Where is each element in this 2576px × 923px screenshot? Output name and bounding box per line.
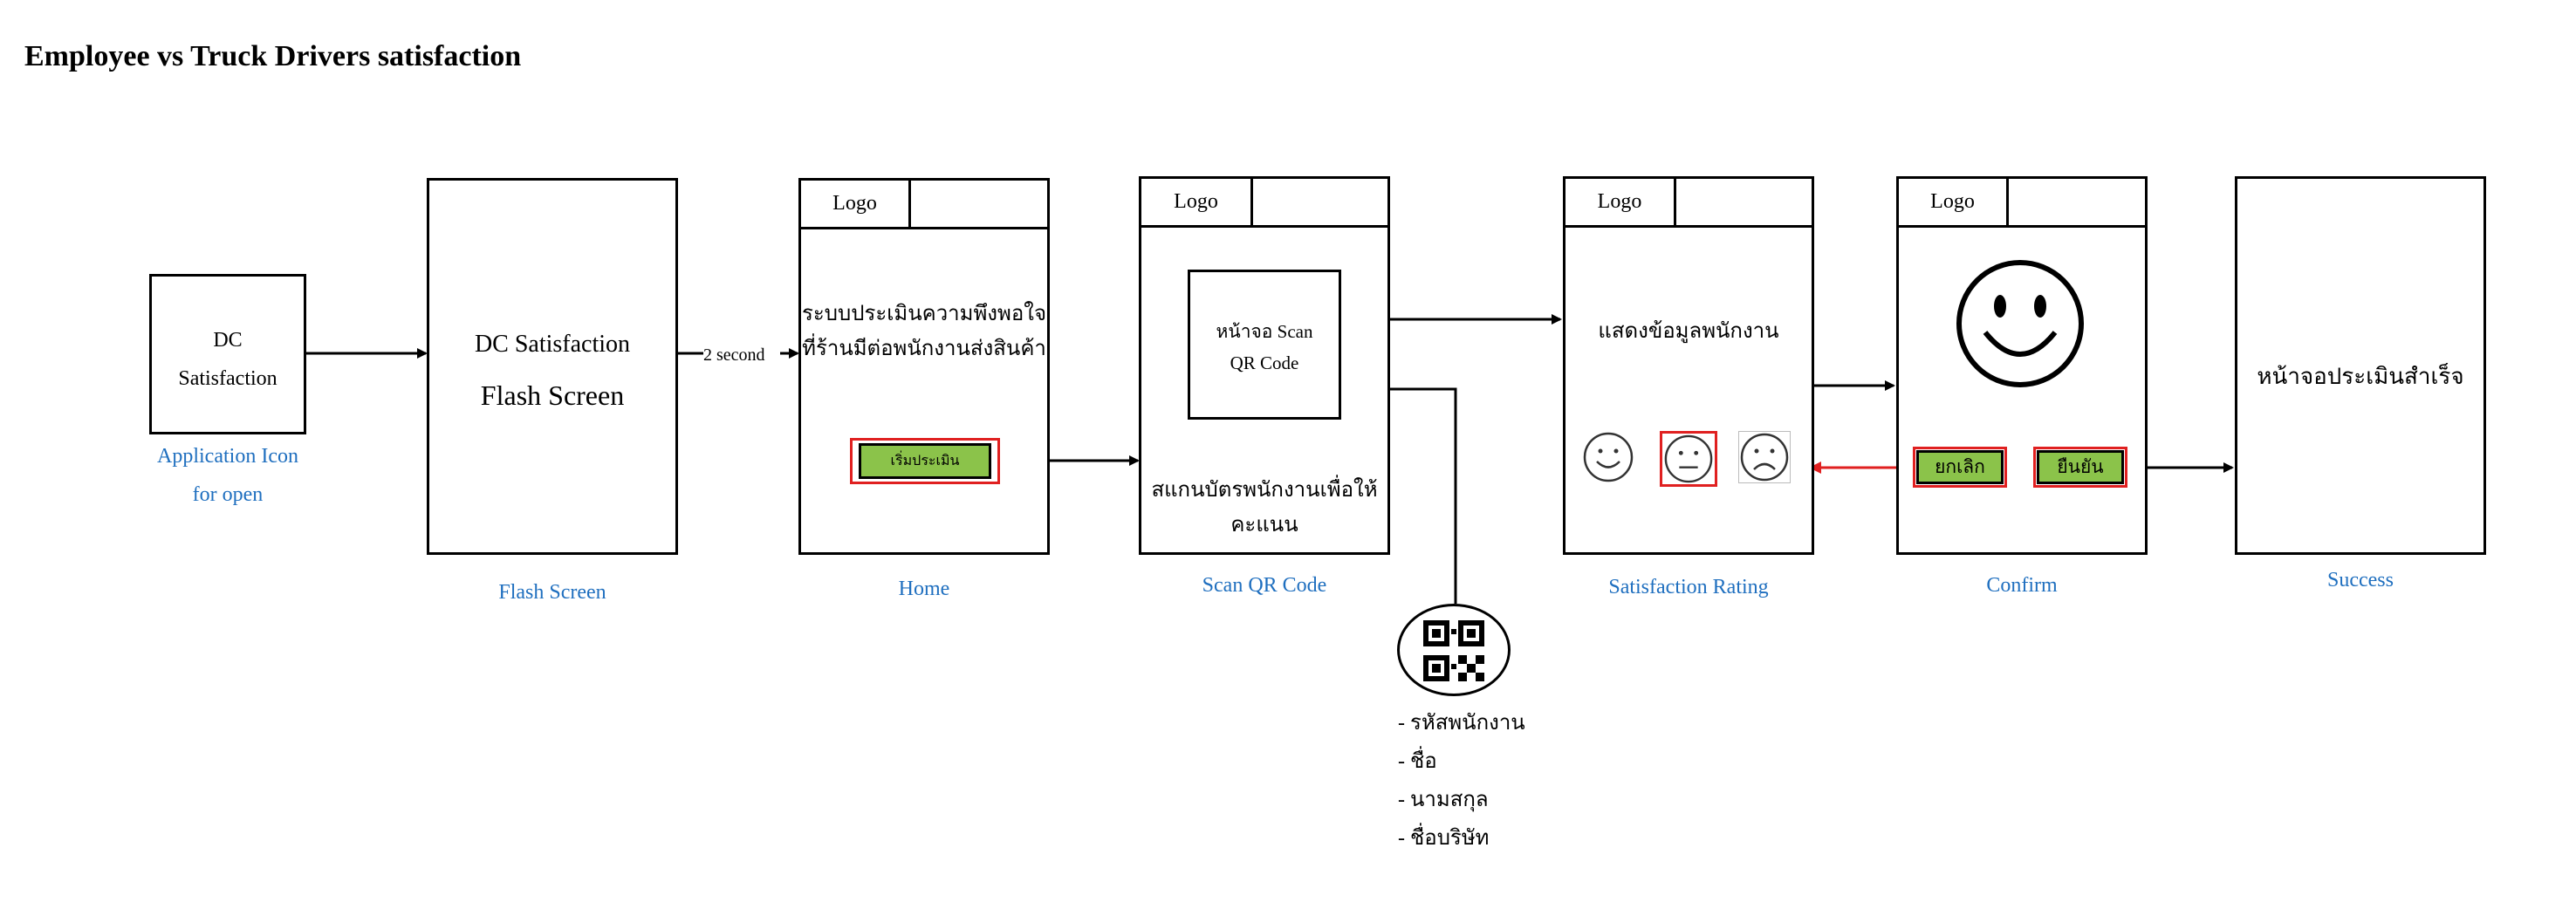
neutral-face-icon[interactable] <box>1663 434 1714 484</box>
scan-inner-line2: QR Code <box>1230 352 1299 373</box>
scan-logo: Logo <box>1141 179 1253 225</box>
page-title: Employee vs Truck Drivers satisfaction <box>24 40 522 72</box>
confirm-logo: Logo <box>1899 179 2009 225</box>
qr-field-2: - ชื่อ <box>1398 750 1437 773</box>
qr-field-4: - ชื่อบริษัท <box>1398 827 1490 850</box>
cancel-button[interactable]: ยกเลิก <box>1916 450 2004 484</box>
success-caption: Success <box>2327 569 2394 591</box>
confirm-screen-box: Logo <box>1896 176 2148 555</box>
confirm-highlight <box>2033 447 2127 488</box>
scan-screen-box: Logo หน้าจอ Scan QR Code สแกนบัตรพนักงาน… <box>1139 176 1390 555</box>
cancel-highlight <box>1913 447 2007 488</box>
home-logo: Logo <box>801 181 911 227</box>
qr-field-1: - รหัสพนักงาน <box>1398 712 1525 735</box>
rating-text: แสดงข้อมูลพนักงาน <box>1598 320 1779 343</box>
qr-circle <box>1397 604 1511 696</box>
app-icon-caption-line1: Application Icon <box>157 445 298 468</box>
confirm-caption: Confirm <box>1986 574 2058 597</box>
confirm-header: Logo <box>1899 179 2145 228</box>
transition-label: 2 second <box>703 345 765 365</box>
qr-code-icon <box>1423 620 1484 681</box>
success-screen-box: หน้าจอประเมินสำเร็จ <box>2235 176 2486 555</box>
scan-inner-line1: หน้าจอ Scan <box>1216 321 1313 342</box>
flash-screen-box: DC Satisfaction Flash Screen <box>427 178 678 555</box>
sad-face-icon[interactable] <box>1738 431 1791 483</box>
flash-caption: Flash Screen <box>498 581 606 604</box>
scan-text-line2: คะแนน <box>1230 514 1298 537</box>
scan-header: Logo <box>1141 179 1387 228</box>
home-header: Logo <box>801 181 1047 229</box>
rating-screen-box: Logo แสดงข้อมูลพนักงาน <box>1563 176 1814 555</box>
start-evaluation-button[interactable]: เริ่มประเมิน <box>859 443 991 479</box>
flash-line2: Flash Screen <box>480 379 625 411</box>
confirm-button[interactable]: ยืนยัน <box>2037 450 2124 484</box>
home-screen-box: Logo ระบบประเมินความพึงพอใจ ที่ร้านมีต่อ… <box>798 178 1050 555</box>
home-button-highlight <box>850 438 1000 484</box>
rating-header: Logo <box>1565 179 1812 228</box>
app-icon-line2: Satisfaction <box>178 367 277 390</box>
scan-text-line1: สแกนบัตรพนักงานเพื่อให้ <box>1151 479 1378 502</box>
rating-caption: Satisfaction Rating <box>1608 576 1769 598</box>
success-text: หน้าจอประเมินสำเร็จ <box>2257 364 2464 389</box>
home-text-line2: ที่ร้านมีต่อพนักงานส่งสินค้า <box>802 338 1046 360</box>
app-icon-line1: DC <box>213 329 243 352</box>
home-caption: Home <box>898 578 950 600</box>
qr-field-3: - นามสกุล <box>1398 789 1489 811</box>
neutral-face-highlight <box>1660 431 1717 487</box>
rating-logo: Logo <box>1565 179 1676 225</box>
big-smile-face-icon <box>1956 260 2084 387</box>
app-icon-caption-line2: for open <box>192 483 264 506</box>
flash-line1: DC Satisfaction <box>474 331 631 358</box>
smile-face-icon[interactable] <box>1582 431 1634 483</box>
app-icon-box[interactable]: DC Satisfaction <box>149 274 306 434</box>
home-text-line1: ระบบประเมินความพึงพอใจ <box>801 303 1047 325</box>
scan-caption: Scan QR Code <box>1202 574 1327 597</box>
scan-inner-box[interactable]: หน้าจอ Scan QR Code <box>1188 270 1341 420</box>
